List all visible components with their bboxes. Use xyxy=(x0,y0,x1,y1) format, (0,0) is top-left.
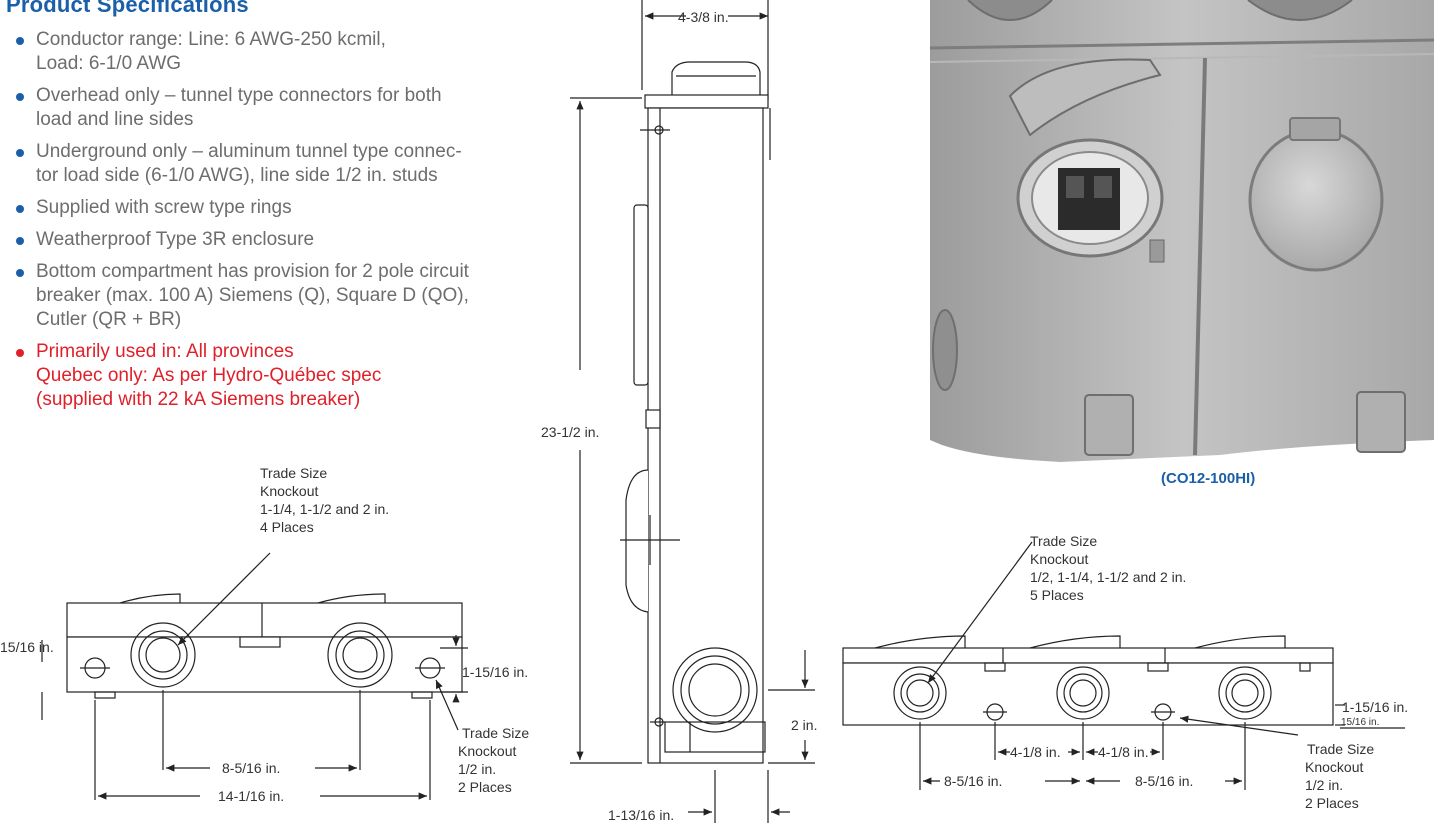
right-callout-bottom: Trade Size Knockout 1/2 in. 2 Places xyxy=(1305,741,1374,811)
bullet-icon xyxy=(16,269,24,277)
callout-line: 1/2 in. xyxy=(1305,777,1343,793)
bullet-icon xyxy=(16,349,24,357)
section-heading: Product Specifications xyxy=(6,0,249,17)
dim-bottom-label: 2 in. xyxy=(791,717,817,733)
spec-line: Conductor range: Line: 6 AWG-250 kcmil, xyxy=(36,29,386,50)
dim-width-label: 4-3/8 in. xyxy=(678,9,729,25)
meter-socket-photo xyxy=(929,0,1434,462)
dim-left-label: 15/16 in. xyxy=(0,639,54,655)
spec-line: (supplied with 22 kA Siemens breaker) xyxy=(36,389,361,410)
callout-line: Trade Size xyxy=(1307,741,1374,757)
dim-mid-b-label: 4-1/8 in. xyxy=(1098,744,1149,760)
spec-item: Weatherproof Type 3R enclosure xyxy=(10,228,550,252)
spec-line: tor load side (6-1/0 AWG), line side 1/2… xyxy=(36,165,438,186)
spec-line: Bottom compartment has provision for 2 p… xyxy=(36,261,469,282)
callout-line: 2 Places xyxy=(458,779,512,795)
spec-line: breaker (max. 100 A) Siemens (Q), Square… xyxy=(36,285,469,306)
spec-line: Quebec only: As per Hydro-Québec spec xyxy=(36,365,382,386)
spec-item: Bottom compartment has provision for 2 p… xyxy=(10,260,550,332)
spec-item: Conductor range: Line: 6 AWG-250 kcmil, L… xyxy=(10,28,550,76)
spec-line: Weatherproof Type 3R enclosure xyxy=(36,229,315,250)
callout-line: Knockout xyxy=(1305,759,1363,775)
side-view-drawing xyxy=(570,0,815,823)
dim-right-label: 1-15/16 in. xyxy=(462,664,528,680)
callout-line: Knockout xyxy=(1030,551,1088,567)
bullet-icon xyxy=(16,205,24,213)
callout-line: 1-1/4, 1-1/2 and 2 in. xyxy=(260,501,389,517)
bullet-icon xyxy=(16,237,24,245)
right-callout-top: Trade Size Knockout 1/2, 1-1/4, 1-1/2 an… xyxy=(1030,533,1186,603)
dim-overall-label: 14-1/16 in. xyxy=(218,788,284,804)
dim-center-label: 8-5/16 in. xyxy=(222,760,280,776)
dim-right-b-label: 15/16 in. xyxy=(1341,717,1379,728)
spec-line: Overhead only – tunnel type connectors f… xyxy=(36,85,442,106)
dim-low-a-label: 8-5/16 in. xyxy=(944,773,1002,789)
spec-line: Load: 6-1/0 AWG xyxy=(36,53,182,74)
dim-low-b-label: 8-5/16 in. xyxy=(1135,773,1193,789)
dim-height-label: 23-1/2 in. xyxy=(541,424,599,440)
dim-base-label: 1-13/16 in. xyxy=(608,807,674,823)
front-view-drawing-right xyxy=(842,541,1405,790)
left-callout-top: Trade Size Knockout 1-1/4, 1-1/2 and 2 i… xyxy=(260,465,389,535)
spec-list: Conductor range: Line: 6 AWG-250 kcmil, L… xyxy=(10,28,550,420)
callout-line: Trade Size xyxy=(260,465,327,481)
callout-line: Trade Size xyxy=(462,725,529,741)
dim-right-a-label: 1-15/16 in. xyxy=(1342,699,1408,715)
callout-line: Trade Size xyxy=(1030,533,1097,549)
spec-line: load and line sides xyxy=(36,109,194,130)
callout-line: Knockout xyxy=(260,483,318,499)
callout-line: 1/2, 1-1/4, 1-1/2 and 2 in. xyxy=(1030,569,1186,585)
spec-item: Overhead only – tunnel type connectors f… xyxy=(10,84,550,132)
spec-line: Cutler (QR + BR) xyxy=(36,309,182,330)
spec-line: Underground only – aluminum tunnel type … xyxy=(36,141,462,162)
spec-line: Supplied with screw type rings xyxy=(36,197,292,218)
spec-item: Underground only – aluminum tunnel type … xyxy=(10,140,550,188)
spec-line: Primarily used in: All provinces xyxy=(36,341,294,362)
bullet-icon xyxy=(16,37,24,45)
callout-line: 4 Places xyxy=(260,519,314,535)
bullet-icon xyxy=(16,149,24,157)
photo-caption: (CO12-100HI) xyxy=(1161,470,1256,487)
dim-mid-a-label: 4-1/8 in. xyxy=(1010,744,1061,760)
bullet-icon xyxy=(16,93,24,101)
callout-line: 2 Places xyxy=(1305,795,1359,811)
callout-line: 5 Places xyxy=(1030,587,1084,603)
front-view-drawing-left xyxy=(41,552,468,800)
left-callout-bottom: Trade Size Knockout 1/2 in. 2 Places xyxy=(458,725,529,795)
callout-line: 1/2 in. xyxy=(458,761,496,777)
spec-item: Supplied with screw type rings xyxy=(10,196,550,220)
callout-line: Knockout xyxy=(458,743,516,759)
